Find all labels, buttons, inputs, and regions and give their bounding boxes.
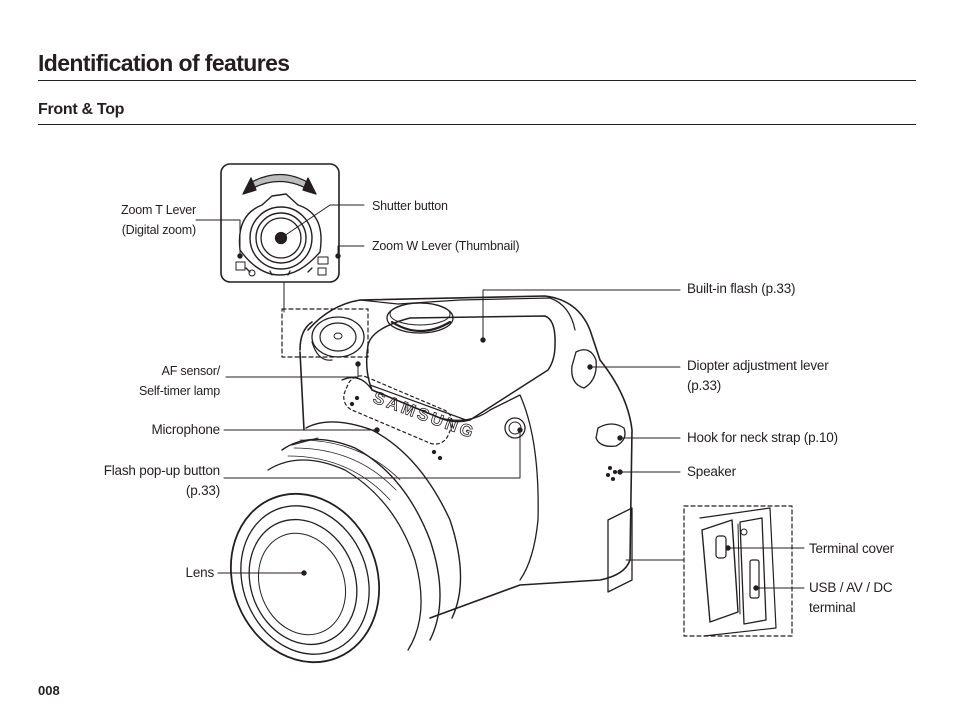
label-zoom-w-lever: Zoom W Lever (Thumbnail): [372, 239, 520, 253]
page-title: Identification of features: [38, 50, 290, 76]
page-number: 008: [38, 683, 60, 698]
label-line: Zoom T Lever: [121, 203, 196, 217]
camera-brand-text: SAMSUNG: [371, 388, 479, 443]
label-diopter: Diopter adjustment lever (p.33): [687, 356, 829, 396]
label-built-in-flash: Built-in flash (p.33): [687, 281, 796, 296]
label-line: (p.33): [687, 378, 722, 393]
terminal-detail-icon: [683, 505, 793, 637]
label-terminal-cover: Terminal cover: [809, 541, 894, 556]
label-flash-popup: Flash pop-up button (p.33): [60, 461, 220, 501]
label-speaker: Speaker: [687, 464, 736, 479]
label-lens: Lens: [185, 565, 215, 580]
label-shutter-button: Shutter button: [372, 199, 448, 213]
label-line: AF sensor/: [161, 364, 221, 378]
label-af-sensor: AF sensor/ Self-timer lamp: [90, 361, 220, 401]
zoom-lever-detail-icon: [220, 163, 340, 283]
label-microphone: Microphone: [151, 422, 220, 437]
callout-lines: [195, 204, 805, 591]
label-line: (Digital zoom): [121, 223, 197, 237]
label-zoom-t-lever: Zoom T Lever (Digital zoom): [80, 200, 196, 240]
section-subtitle: Front & Top: [38, 101, 125, 118]
label-line: Flash pop-up button: [103, 463, 220, 478]
title-rule: [38, 80, 916, 81]
label-line: (p.33): [185, 483, 220, 498]
label-line: Diopter adjustment lever: [687, 358, 829, 373]
label-line: USB / AV / DC: [809, 580, 893, 595]
camera-illustration-icon: SAMSUNG: [229, 295, 633, 664]
label-line: Self-timer lamp: [138, 384, 220, 398]
label-line: terminal: [809, 600, 856, 615]
label-usb-terminal: USB / AV / DC terminal: [809, 578, 893, 618]
label-hook: Hook for neck strap (p.10): [687, 430, 838, 445]
subtitle-rule: [38, 124, 916, 125]
